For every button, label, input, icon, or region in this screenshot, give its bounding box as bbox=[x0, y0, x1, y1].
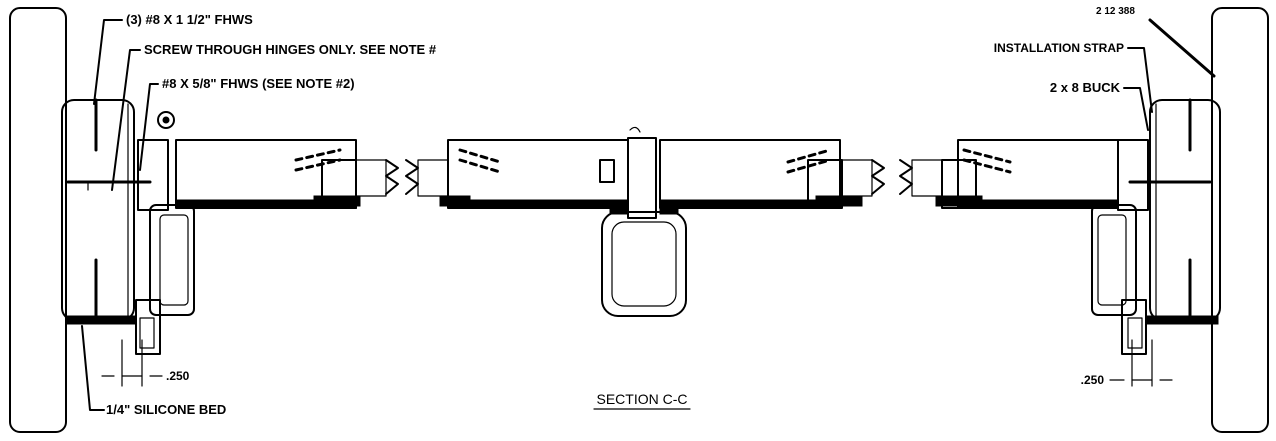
left-mid-panel bbox=[405, 139, 629, 209]
right-mid-panel bbox=[659, 139, 885, 209]
right-wall bbox=[1128, 7, 1269, 433]
callout-silicone-bed: 1/4" SILICONE BED bbox=[106, 402, 226, 417]
callout-buck: 2 x 8 BUCK bbox=[1050, 80, 1121, 95]
dimension-right-label: .250 bbox=[1081, 373, 1105, 387]
right-leaders bbox=[1123, 47, 1153, 131]
left-frame bbox=[121, 111, 195, 387]
left-shutter-panel bbox=[175, 139, 399, 209]
dimension-left-label: .250 bbox=[166, 369, 190, 383]
right-shutter-panel bbox=[899, 139, 1119, 209]
callout-screw-through-hinges: SCREW THROUGH HINGES ONLY. SEE NOTE # bbox=[144, 42, 437, 57]
callout-screws-small: #8 X 5/8" FHWS (SEE NOTE #2) bbox=[162, 76, 355, 91]
callout-installation-strap: INSTALLATION STRAP bbox=[994, 41, 1124, 55]
section-title: SECTION C-C bbox=[597, 391, 688, 407]
center-mullion bbox=[601, 126, 687, 317]
right-frame bbox=[1091, 139, 1153, 387]
top-right-text: 2 12 388 bbox=[1096, 6, 1135, 17]
left-wall bbox=[9, 7, 152, 433]
callout-screws-top: (3) #8 X 1 1/2" FHWS bbox=[126, 12, 253, 27]
left-leaders bbox=[81, 19, 159, 411]
